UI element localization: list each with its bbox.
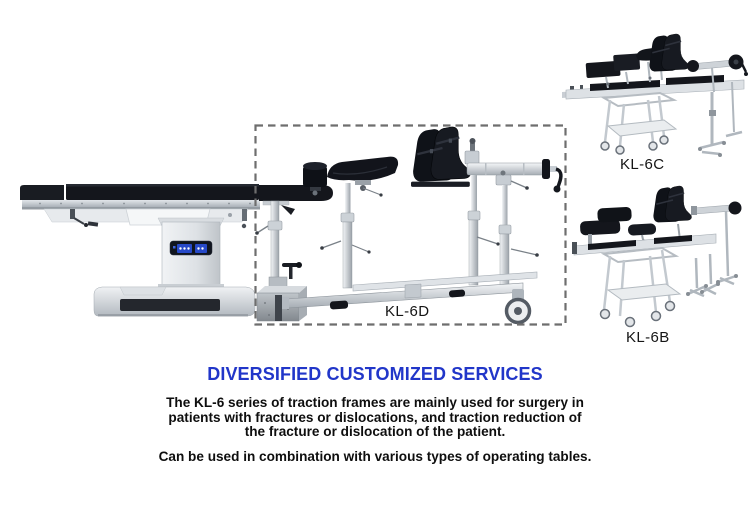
support-post-2 — [320, 183, 371, 289]
table-base — [93, 284, 256, 317]
counterweight-block — [256, 262, 307, 322]
traction-boots — [411, 126, 471, 187]
kl-6b-boots — [653, 185, 692, 223]
kl-6c-stand — [698, 81, 743, 157]
description-note: Can be used in combination with various … — [158, 449, 592, 464]
traction-screw-bar — [464, 138, 563, 193]
kl-6c-beam — [562, 75, 745, 100]
description-paragraph: The KL-6 series of traction frames are m… — [0, 395, 750, 440]
table-rail — [22, 200, 260, 210]
description-line-1: The KL-6 series of traction frames are m… — [166, 395, 584, 410]
table-top — [20, 184, 259, 200]
kl-6b-photo — [572, 185, 742, 328]
kl-6c-trolley — [600, 91, 678, 155]
table-column — [157, 217, 225, 289]
kl-6c-label: KL-6C — [620, 156, 665, 173]
kl-6b-label: KL-6B — [626, 329, 670, 346]
caster-wheel — [504, 289, 532, 325]
kl-6b-pads — [580, 207, 657, 246]
floor-frame — [282, 271, 538, 310]
kl-6b-beam — [572, 233, 717, 256]
knee-rest-pad — [327, 156, 399, 197]
control-panel — [169, 240, 213, 256]
support-post-4 — [495, 170, 539, 288]
leg-cylinder-pad — [303, 162, 327, 196]
kl-6d-label: KL-6D — [385, 303, 430, 320]
kl-6d-highlight-box — [254, 124, 567, 326]
kl-6c-photo — [562, 33, 748, 157]
operating-table-photo — [20, 184, 260, 317]
kl-6b-stands — [686, 253, 720, 298]
kl-6b-traction-unit — [677, 201, 742, 286]
support-post-3 — [467, 175, 500, 286]
kl-6d-photo — [255, 126, 563, 325]
kl-6b-trolley — [599, 246, 682, 328]
description-line-3: the fracture or dislocation of the patie… — [244, 424, 506, 440]
kl-6c-boots — [649, 33, 689, 72]
kl-6c-traction-unit — [687, 54, 748, 93]
page-title: DIVERSIFIED CUSTOMIZED SERVICES — [207, 364, 543, 384]
description-line-2: patients with fractures or dislocations,… — [168, 409, 582, 425]
